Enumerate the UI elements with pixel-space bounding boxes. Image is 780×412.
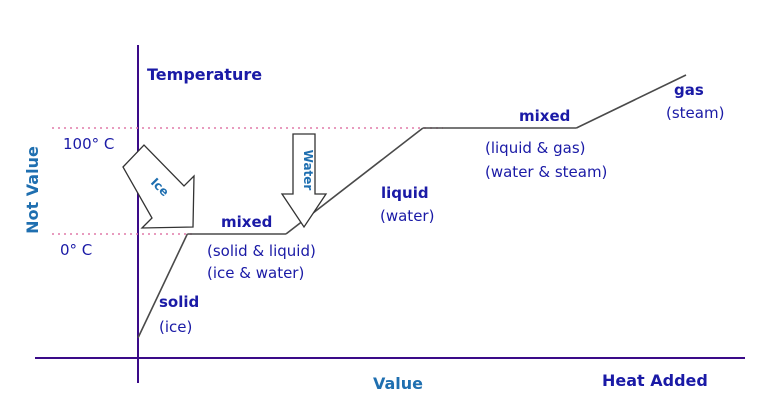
curve-segment-0 — [137, 233, 189, 339]
x-axis-value-label: Value — [373, 374, 423, 393]
gas-title: gas — [674, 81, 704, 99]
mixed-high-title: mixed — [519, 107, 570, 125]
gas-subtitle: (steam) — [666, 104, 724, 122]
temperature-title: Temperature — [147, 65, 262, 84]
heat-added-title: Heat Added — [602, 371, 708, 390]
y-axis-not-value-label: Not Value — [23, 146, 42, 234]
solid-subtitle: (ice) — [159, 318, 192, 336]
ice-arrow — [122, 144, 195, 229]
mixed-high-line2: (water & steam) — [485, 163, 607, 181]
solid-title: solid — [159, 293, 199, 311]
liquid-title: liquid — [381, 184, 429, 202]
liquid-subtitle: (water) — [380, 207, 434, 225]
water-arrow-label: Water — [301, 150, 315, 191]
y-tick-100: 100° C — [63, 135, 114, 153]
mixed-high-line1: (liquid & gas) — [485, 139, 586, 157]
mixed-low-line2: (ice & water) — [207, 264, 304, 282]
y-tick-0: 0° C — [60, 241, 92, 259]
curve-segment-4 — [576, 74, 687, 129]
water-arrow — [280, 133, 328, 229]
mixed-low-line1: (solid & liquid) — [207, 242, 316, 260]
mixed-low-title: mixed — [221, 213, 272, 231]
